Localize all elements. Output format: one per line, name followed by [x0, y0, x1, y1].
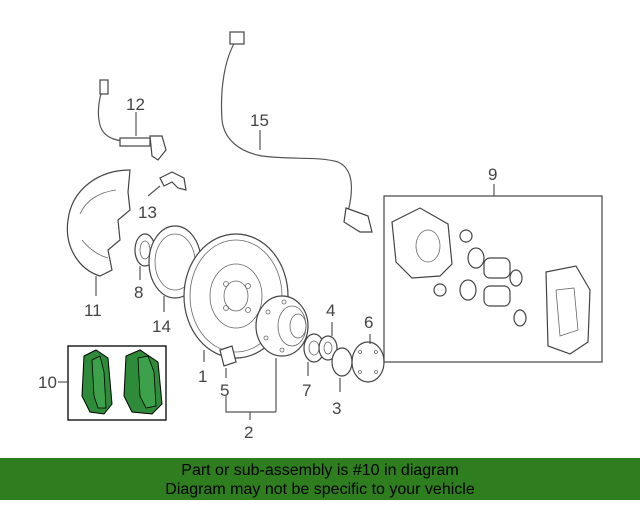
info-banner: Part or sub-assembly is #10 in diagram D…: [0, 458, 640, 500]
parts-diagram: 12 13 11 8 14 1 5: [38, 31, 603, 442]
leader-2a: [225, 396, 276, 413]
callout-3[interactable]: 3: [332, 399, 341, 418]
callout-4[interactable]: 4: [326, 301, 335, 320]
callout-15[interactable]: 15: [250, 111, 269, 130]
banner-line-2: Diagram may not be specific to your vehi…: [165, 481, 475, 498]
callout-13[interactable]: 13: [138, 203, 157, 222]
callout-5[interactable]: 5: [220, 381, 229, 400]
wheel-stud[interactable]: [219, 345, 237, 367]
callout-6[interactable]: 6: [364, 313, 373, 332]
banner-line-1: Part or sub-assembly is #10 in diagram: [181, 462, 459, 479]
caliper-assembly[interactable]: [383, 195, 603, 363]
o-ring[interactable]: [331, 347, 353, 377]
lock-washer[interactable]: [318, 335, 338, 361]
abs-sensor[interactable]: [220, 31, 373, 233]
brake-pads[interactable]: [67, 345, 167, 421]
wheel-hub[interactable]: [255, 295, 309, 357]
callout-10[interactable]: 10: [38, 373, 57, 392]
leader-13: [147, 185, 161, 197]
callout-12[interactable]: 12: [126, 95, 145, 114]
callout-9[interactable]: 9: [488, 165, 497, 184]
callout-2[interactable]: 2: [244, 423, 253, 442]
hub-gasket[interactable]: [351, 341, 385, 383]
hose-bracket[interactable]: [159, 171, 187, 191]
brake-hose[interactable]: [97, 79, 167, 161]
callout-8[interactable]: 8: [134, 283, 143, 302]
callout-1[interactable]: 1: [198, 367, 207, 386]
dust-shield[interactable]: [66, 169, 131, 277]
callout-14[interactable]: 14: [152, 317, 171, 336]
callout-7[interactable]: 7: [302, 381, 311, 400]
callout-11[interactable]: 11: [84, 301, 102, 320]
